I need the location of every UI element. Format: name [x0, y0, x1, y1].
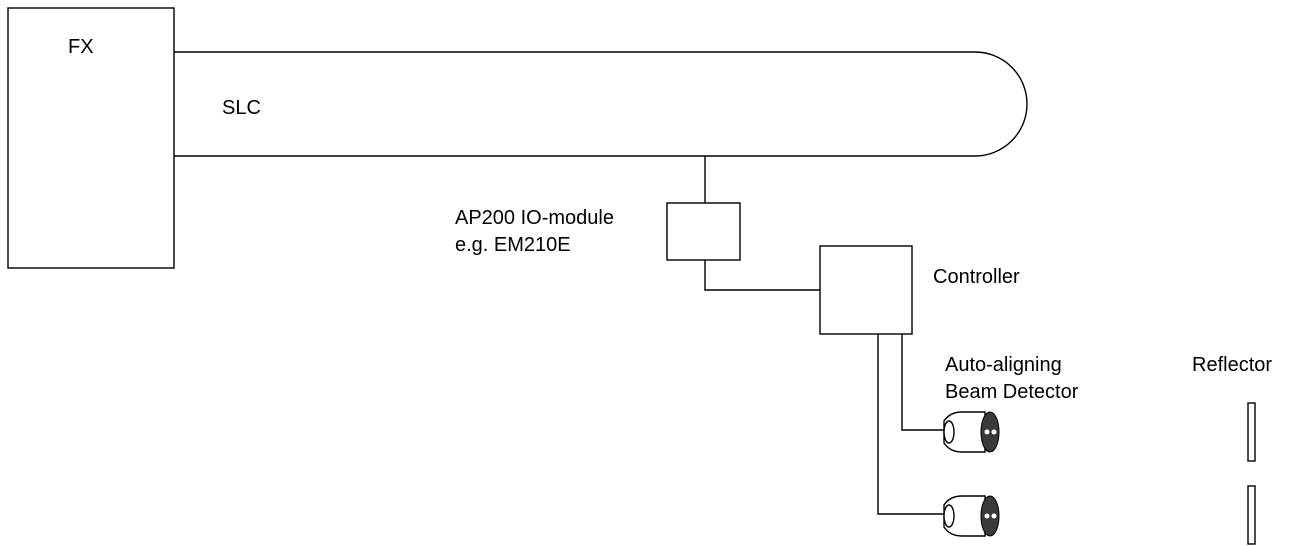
- reflector-label: Reflector: [1192, 354, 1272, 376]
- io-to-controller-wire: [704, 260, 820, 291]
- controller-to-detector-2-wire: [877, 334, 944, 515]
- reflector-2-icon: [1247, 485, 1256, 545]
- detector-label-line1: Auto-aligning: [945, 354, 1062, 376]
- fx-panel-box: [7, 7, 175, 269]
- detector-label-line2: Beam Detector: [945, 381, 1079, 403]
- io-module-label-line2: e.g. EM210E: [455, 234, 571, 256]
- controller-label: Controller: [933, 266, 1020, 288]
- slc-label: SLC: [222, 97, 261, 119]
- io-module-label-line1: AP200 IO-module: [455, 207, 614, 229]
- slc-loop: [174, 51, 1028, 157]
- controller-box: [819, 245, 913, 335]
- beam-detector-1-icon: [943, 411, 1000, 453]
- fx-panel-label: FX: [68, 36, 94, 58]
- reflector-1-icon: [1247, 402, 1256, 462]
- io-module-box: [666, 202, 741, 261]
- beam-detector-2-icon: [943, 495, 1000, 537]
- controller-to-detector-1-wire: [901, 334, 944, 431]
